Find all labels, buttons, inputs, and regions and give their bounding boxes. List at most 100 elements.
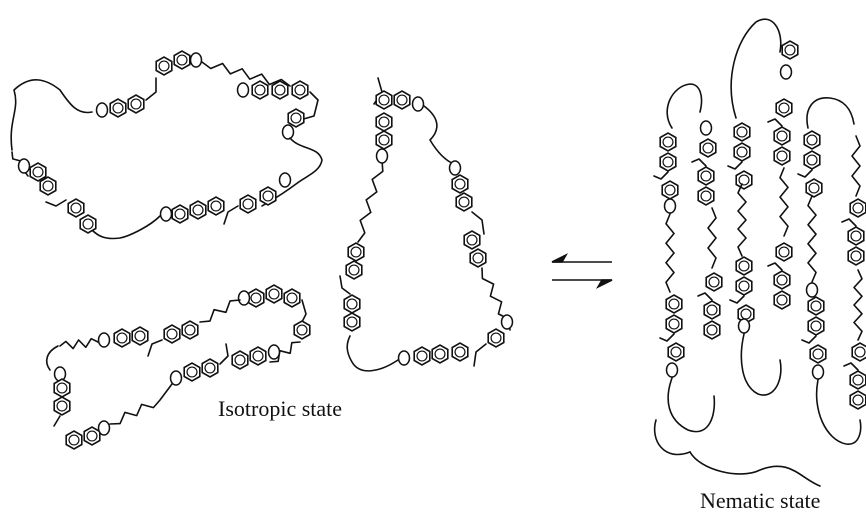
spacer [665,213,675,293]
benzene-ring [271,80,289,100]
branch-methyl [147,339,163,357]
benzene-ring [287,108,305,128]
oxygen-atom [500,314,514,330]
spacer [59,337,99,350]
branch-methyl [223,205,239,225]
benzene-ring [29,162,47,182]
benzene-ring [127,94,145,114]
oxygen-atom [278,172,292,188]
reverse-arrow-head [551,253,569,263]
benzene-ring [773,126,791,146]
benzene-ring [53,378,71,398]
benzene-ring [207,196,225,216]
oxygen-atom [97,332,111,348]
isotropic-state-label: Isotropic state [218,396,343,421]
oxygen-atom [53,366,67,382]
spacer [740,333,782,396]
benzene-ring [775,242,793,262]
benzene-ring [807,316,825,336]
oxygen-atom [411,96,425,112]
spacer [357,159,384,243]
benzene-ring [849,390,866,410]
benzene-ring [463,230,481,250]
benzene-ring [83,426,101,446]
benzene-ring [803,150,821,170]
oxygen-atom [95,102,109,118]
benzene-ring [659,132,677,152]
branch-methyl [767,262,783,271]
oxygen-atom [397,350,411,366]
branch-methyl [339,275,351,295]
benzene-ring [659,152,677,172]
oxygen-atom [375,148,389,164]
benzene-ring [703,320,721,340]
benzene-ring [239,194,257,214]
benzene-ring [735,256,753,276]
oxygen-atom [267,344,281,360]
nematic-chains [653,18,866,487]
benzene-ring [667,342,685,362]
benzene-ring [259,186,277,206]
benzene-ring [375,112,393,132]
oxygen-atom [663,198,677,214]
benzene-ring [809,344,827,364]
benzene-ring [735,170,753,190]
benzene-ring [113,328,131,348]
spacer [109,383,173,425]
benzene-ring [65,430,83,450]
benzene-ring [163,324,181,344]
spacer [779,167,789,237]
benzene-ring [849,370,866,390]
benzene-ring [697,166,715,186]
benzene-ring [803,130,821,150]
benzene-ring [487,328,505,348]
benzene-ring [455,192,473,212]
spacer [689,451,821,487]
benzene-ring [665,294,683,314]
benzene-ring [249,346,267,366]
benzene-ring [67,198,85,218]
benzene-ring [665,314,683,334]
benzene-ring [849,198,866,218]
spacer [737,183,747,257]
oxygen-atom [699,120,713,136]
benzene-ring [181,320,199,340]
oxygen-atom [169,370,183,386]
benzene-ring [431,344,449,364]
benzene-ring [283,288,301,308]
oxygen-atom [665,362,679,378]
oxygen-atom [17,158,31,174]
spacer [730,18,782,119]
benzene-ring [413,346,431,366]
oxygen-atom [189,52,203,68]
oxygen-atom [448,160,462,176]
benzene-ring [775,98,793,118]
benzene-ring [735,276,753,296]
spacer [666,83,703,129]
benzene-ring [189,200,207,220]
benzene-ring [773,270,791,290]
branch-methyl [653,171,669,180]
benzene-ring [773,146,791,166]
oxygen-atom [737,318,751,334]
branch-methyl [471,211,485,235]
branch-methyl [473,343,487,367]
benzene-ring [155,56,173,76]
spacer [707,207,717,269]
benzene-ring [847,226,865,246]
spacer [201,61,291,87]
benzene-ring [347,242,365,262]
spacer [91,215,161,240]
branch-methyl [45,199,67,207]
benzene-ring [345,260,363,280]
benzene-ring [805,178,823,198]
benzene-ring [697,186,715,206]
benzene-ring [703,300,721,320]
benzene-ring [183,362,201,382]
benzene-ring [291,80,309,100]
benzene-ring [251,80,269,100]
benzene-ring [375,90,393,110]
benzene-ring [173,50,191,70]
